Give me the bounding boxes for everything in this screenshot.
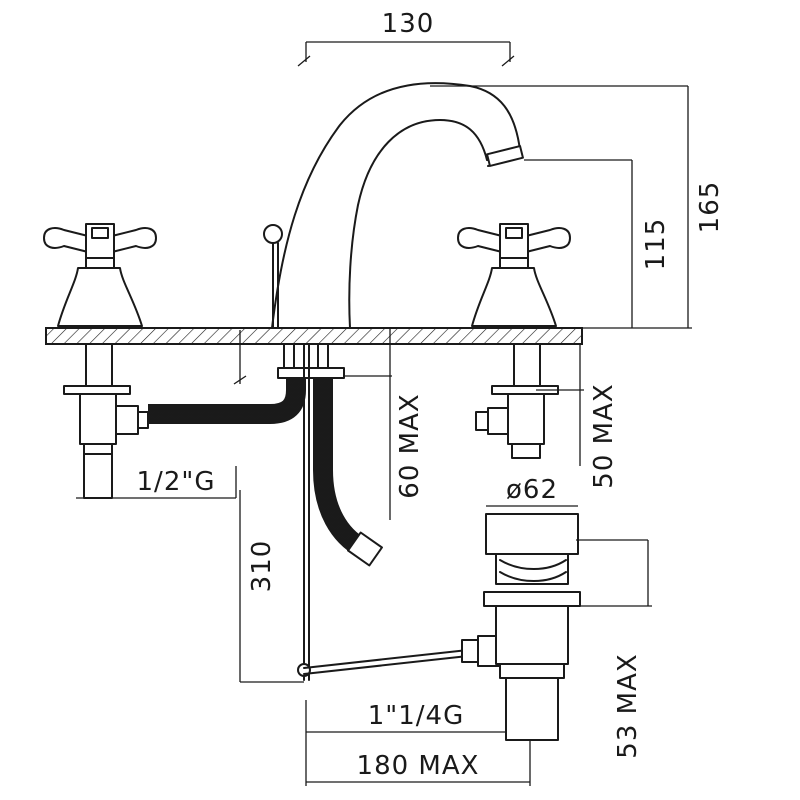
popup-lift-rod	[263, 224, 283, 329]
dim-deck-right: 50 MAX	[589, 383, 619, 488]
spout	[271, 82, 524, 329]
dimension-labels: 130 165 115 60 MAX 50 MAX 310 1/2"G ø62 …	[137, 9, 725, 781]
right-cross-handle	[457, 223, 571, 327]
left-valve-body	[63, 343, 149, 499]
left-cross-handle	[43, 223, 157, 327]
waste-drain-assembly	[483, 513, 581, 741]
right-valve-body	[475, 343, 559, 459]
dim-inlet-thread: 1/2"G	[137, 467, 216, 497]
dim-basin-span: 180 MAX	[357, 751, 480, 781]
dim-spout-reach: 130	[382, 9, 435, 39]
dim-waste-diameter: ø62	[506, 475, 558, 505]
braided-hose-left	[148, 368, 306, 424]
dim-spout-height: 115	[641, 218, 671, 271]
braided-hose-spout	[313, 378, 383, 567]
spout-mounting	[277, 343, 345, 681]
dim-total-height: 165	[695, 181, 725, 234]
dimension-lines	[76, 41, 692, 786]
dim-hose-length: 310	[247, 540, 277, 593]
dim-waste-thread: 1"1/4G	[368, 701, 465, 731]
dim-deck-left: 60 MAX	[395, 393, 425, 498]
popup-link-rod	[297, 635, 501, 677]
dim-waste-depth: 53 MAX	[613, 653, 643, 758]
countertop-deck	[45, 327, 583, 345]
